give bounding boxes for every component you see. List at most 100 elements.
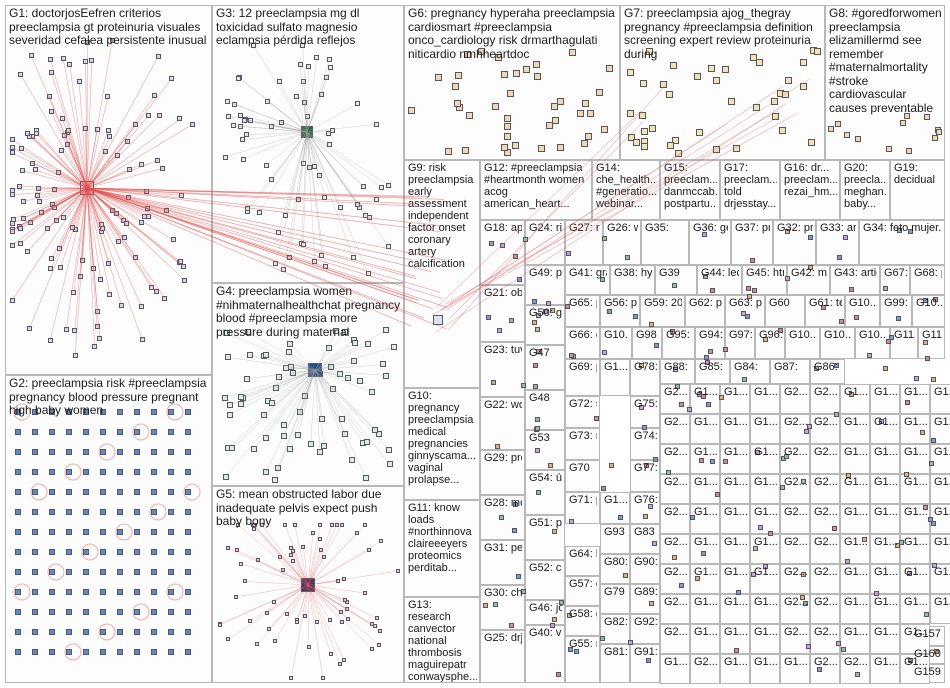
network-node[interactable] — [156, 54, 161, 59]
group-cell-g48[interactable]: G48 — [525, 390, 565, 430]
network-node[interactable] — [238, 394, 244, 400]
group-cell-g9[interactable]: G9: risk preeclampsia early assessment i… — [404, 160, 480, 388]
network-node[interactable] — [625, 255, 630, 260]
network-node[interactable] — [10, 145, 15, 150]
network-node[interactable] — [294, 94, 299, 99]
isolate-node[interactable] — [32, 609, 38, 615]
network-node[interactable] — [587, 110, 594, 117]
network-node[interactable] — [290, 370, 296, 376]
isolate-node[interactable] — [117, 509, 123, 515]
isolate-node[interactable] — [66, 469, 72, 475]
network-node[interactable] — [119, 303, 124, 308]
group-cell-g104[interactable]: G10... loss... — [820, 327, 855, 359]
network-node[interactable] — [533, 61, 540, 68]
network-node[interactable] — [900, 120, 906, 126]
network-node[interactable] — [383, 373, 389, 379]
network-node[interactable] — [594, 416, 599, 421]
network-node[interactable] — [157, 113, 162, 118]
network-node[interactable] — [329, 652, 333, 656]
group-cell-g54[interactable]: G54: última inves... — [525, 470, 565, 515]
network-node[interactable] — [699, 458, 704, 463]
network-node[interactable] — [532, 320, 537, 325]
network-node[interactable] — [245, 206, 250, 211]
network-node[interactable] — [306, 64, 311, 69]
group-cell-mini[interactable]: G2... — [660, 474, 690, 504]
isolate-node[interactable] — [117, 629, 123, 635]
isolate-node[interactable] — [151, 569, 157, 575]
network-node[interactable] — [303, 614, 307, 618]
network-node[interactable] — [675, 150, 682, 157]
network-node[interactable] — [291, 559, 295, 563]
group-cell-mini[interactable]: G1... — [900, 444, 930, 474]
network-node[interactable] — [364, 439, 370, 445]
network-node[interactable] — [722, 66, 729, 73]
network-node[interactable] — [281, 568, 285, 572]
network-node[interactable] — [283, 365, 289, 371]
network-node[interactable] — [181, 264, 186, 269]
group-cell-g24[interactable]: G24: riesgos... — [525, 220, 565, 265]
network-node[interactable] — [924, 612, 929, 617]
group-cell-mini[interactable]: G2... — [810, 474, 840, 504]
network-node[interactable] — [83, 126, 88, 131]
network-node[interactable] — [535, 327, 540, 332]
isolate-node[interactable] — [66, 569, 72, 575]
network-node[interactable] — [287, 255, 292, 260]
network-node[interactable] — [66, 128, 71, 133]
network-node[interactable] — [100, 226, 105, 231]
isolate-node[interactable] — [100, 469, 106, 475]
isolate-node[interactable] — [185, 469, 191, 475]
isolate-node[interactable] — [66, 529, 72, 535]
group-cell-g95[interactable]: G95: ... pre... — [662, 327, 695, 359]
isolate-node[interactable] — [32, 549, 38, 555]
network-node[interactable] — [222, 395, 228, 401]
network-node[interactable] — [49, 70, 54, 75]
network-node[interactable] — [289, 553, 293, 557]
network-node[interactable] — [844, 132, 850, 138]
network-node[interactable] — [62, 133, 67, 138]
isolate-node[interactable] — [168, 429, 174, 435]
network-node[interactable] — [227, 402, 233, 408]
group-cell-mini[interactable]: G2... — [780, 384, 810, 414]
isolate-node[interactable] — [168, 529, 174, 535]
network-node[interactable] — [785, 77, 792, 84]
network-node[interactable] — [48, 266, 53, 271]
network-node[interactable] — [226, 546, 230, 550]
network-node[interactable] — [828, 126, 834, 132]
network-node[interactable] — [843, 235, 848, 240]
group-cell-mini[interactable]: G1... — [840, 474, 870, 504]
network-node[interactable] — [521, 383, 526, 388]
group-cell-mini[interactable]: G2... — [660, 504, 690, 534]
network-node[interactable] — [708, 349, 713, 354]
isolate-node[interactable] — [185, 569, 191, 575]
group-cell-g69[interactable]: G69: pree... — [565, 359, 600, 396]
group-cell-mini[interactable]: G1... — [750, 444, 780, 474]
network-node[interactable] — [806, 644, 811, 649]
group-cell-g38[interactable]: G38: hypert... — [610, 265, 655, 295]
group-cell-g83[interactable]: G83 — [630, 524, 660, 554]
network-node[interactable] — [10, 243, 15, 248]
group-cell-mini[interactable]: G2... — [810, 624, 840, 654]
isolate-node[interactable] — [185, 629, 191, 635]
network-node[interactable] — [244, 376, 250, 382]
network-node[interactable] — [346, 617, 350, 621]
network-node[interactable] — [327, 57, 332, 62]
network-node[interactable] — [285, 612, 289, 616]
network-node[interactable] — [115, 153, 120, 158]
group-cell-g44[interactable]: G44: lectura — [697, 265, 742, 295]
isolate-node[interactable] — [168, 449, 174, 455]
network-node[interactable] — [326, 345, 332, 351]
network-node[interactable] — [37, 199, 42, 204]
group-cell-mini[interactable]: G2... — [780, 534, 810, 564]
group-cell-mini[interactable]: G2... — [660, 564, 690, 594]
network-node[interactable] — [886, 146, 892, 152]
network-node[interactable] — [301, 242, 306, 247]
network-node[interactable] — [523, 237, 528, 242]
network-node[interactable] — [10, 192, 15, 197]
network-node[interactable] — [501, 71, 508, 78]
group-cell-mini[interactable]: G2... — [660, 384, 690, 414]
group-cell-mini[interactable]: G1... — [750, 474, 780, 504]
group-cell-mini[interactable]: G1... — [690, 474, 720, 504]
isolate-node[interactable] — [168, 569, 174, 575]
group-cell-g39[interactable]: G39 — [655, 265, 697, 295]
isolate-node[interactable] — [168, 509, 174, 515]
